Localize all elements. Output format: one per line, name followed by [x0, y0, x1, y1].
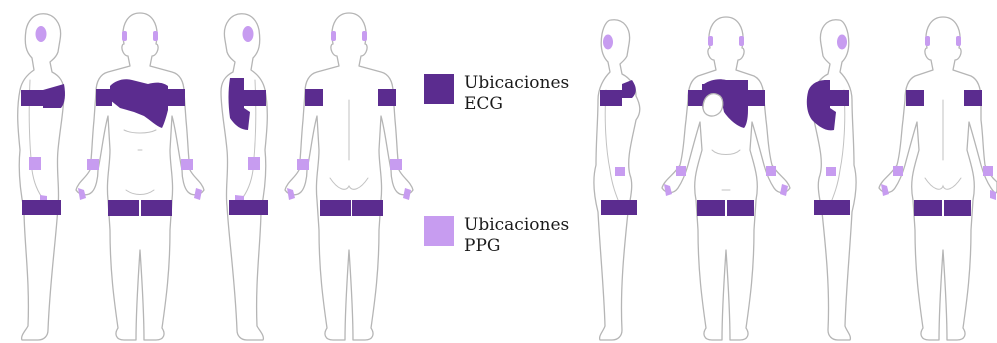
ppg-band-wrist-right: [390, 159, 402, 170]
ppg-band-wrist-left: [297, 159, 309, 170]
ecg-band-upper-arm-left: [906, 90, 924, 106]
ppg-ear-left: [925, 36, 930, 46]
ecg-band-upper-arm-right: [378, 89, 396, 106]
ecg-band-thigh-left: [727, 200, 754, 216]
female-side-view-right: [807, 20, 856, 340]
ppg-ear-left: [122, 31, 127, 41]
ppg-band-wrist-left: [181, 159, 193, 170]
legend-label-ppg-line1: Ubicaciones: [464, 215, 569, 235]
legend: Ubicaciones ECG Ubicaciones PPG: [424, 73, 569, 256]
male-figures: [18, 13, 413, 340]
ecg-band-thigh-right: [944, 200, 971, 216]
ecg-band-upper-arm-left: [305, 89, 323, 106]
male-side-view-left: [18, 14, 65, 340]
ecg-band-thigh: [601, 200, 637, 215]
ecg-band-thigh: [229, 200, 268, 215]
ppg-band-wrist-right: [983, 166, 993, 176]
female-side-view-left: [594, 20, 640, 340]
ecg-band-thigh-left: [320, 200, 351, 216]
ecg-band-upper-arm-left: [748, 90, 765, 106]
ppg-band-wrist: [615, 167, 625, 176]
legend-label-ecg-line2: ECG: [464, 94, 503, 114]
ecg-band-upper-arm-left: [168, 89, 185, 106]
ppg-ear-right: [956, 36, 961, 46]
ppg-ear-right: [153, 31, 158, 41]
legend-swatch-ecg: [424, 74, 454, 104]
ppg-sensor-ear: [243, 26, 254, 42]
breast-outline: [703, 94, 723, 116]
ecg-band-thigh: [22, 200, 61, 215]
ppg-ear-right: [362, 31, 367, 41]
male-side-view-right: [221, 14, 268, 340]
ppg-band-wrist-right: [87, 159, 99, 170]
ecg-band-chest: [600, 90, 622, 106]
ppg-ear-left: [331, 31, 336, 41]
male-back-view: [285, 13, 413, 340]
female-figures: [594, 17, 997, 340]
ecg-band-thigh: [814, 200, 850, 215]
ecg-band-thigh-right: [352, 200, 383, 216]
legend-label-ppg-line2: PPG: [464, 236, 500, 256]
ecg-band-upper-arm-right: [96, 89, 112, 106]
ecg-band-chest: [21, 90, 43, 106]
female-front-view: [662, 17, 790, 340]
ecg-band-thigh-right: [697, 200, 725, 216]
ecg-band-chest: [830, 90, 849, 106]
ppg-ear-left: [708, 36, 713, 46]
ppg-band-wrist: [29, 157, 41, 170]
ecg-band-thigh-left: [141, 200, 172, 216]
ppg-ear-right: [739, 36, 744, 46]
ecg-band-chest: [244, 90, 266, 106]
ppg-band-wrist-right: [676, 166, 686, 176]
female-back-view: [879, 17, 997, 340]
ecg-band-thigh-left: [914, 200, 942, 216]
ppg-band-wrist-left: [766, 166, 776, 176]
ppg-band-wrist: [248, 157, 260, 170]
ppg-band-wrist: [826, 167, 836, 176]
ppg-sensor-ear: [36, 26, 47, 42]
ecg-band-thigh-right: [108, 200, 139, 216]
ecg-band-upper-arm-right: [964, 90, 982, 106]
ppg-sensor-ear: [837, 35, 847, 50]
legend-label-ecg-line1: Ubicaciones: [464, 73, 569, 93]
male-front-view: [76, 13, 204, 340]
ppg-band-wrist-left: [893, 166, 903, 176]
legend-swatch-ppg: [424, 216, 454, 246]
ppg-sensor-ear: [603, 35, 613, 50]
